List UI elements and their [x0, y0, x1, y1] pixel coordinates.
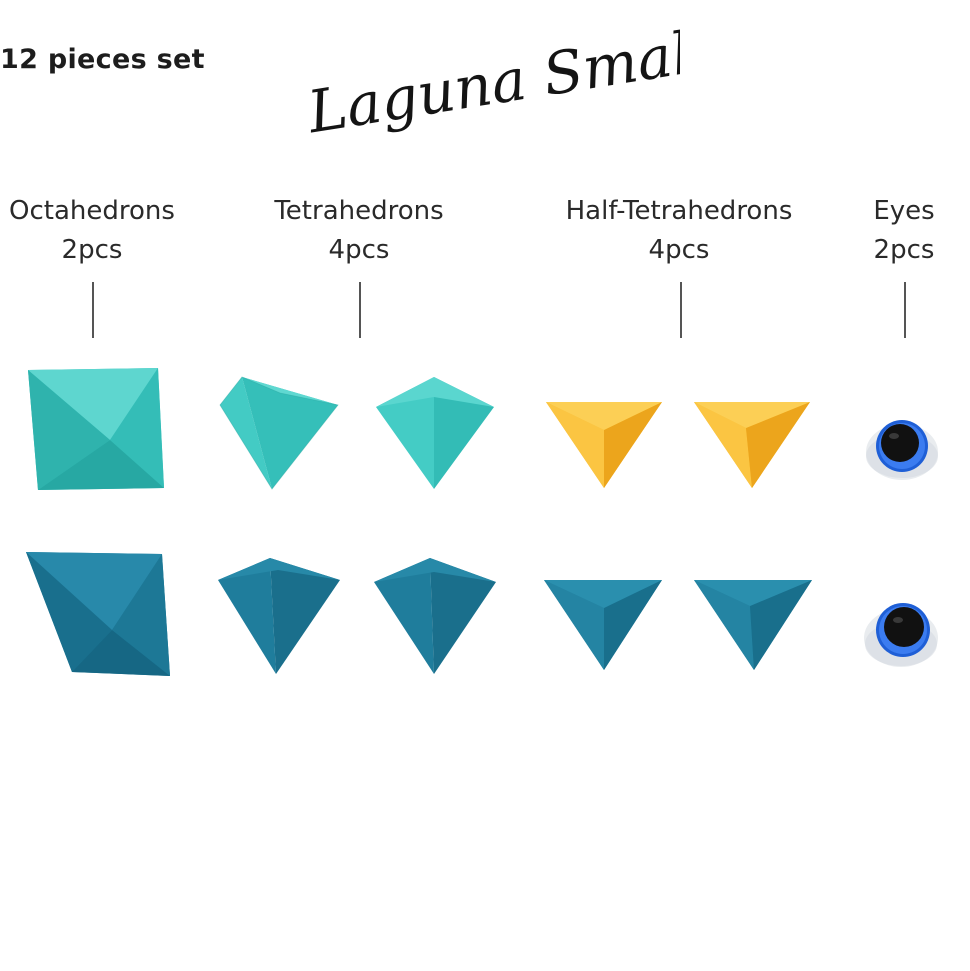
- half-tetrahedron-teal-blue-2: [694, 578, 814, 672]
- brand-title: Laguna Small: [300, 12, 680, 142]
- group-eyes-count: 2pcs: [873, 235, 935, 265]
- group-tetrahedrons-name: Tetrahedrons: [274, 196, 444, 226]
- group-half-tetrahedrons-name: Half-Tetrahedrons: [565, 196, 793, 226]
- half-tetrahedron-yellow-1: [546, 400, 664, 490]
- half-tetrahedron-yellow-2: [694, 400, 812, 490]
- group-octahedrons-count: 2pcs: [61, 235, 123, 265]
- group-octahedrons: Octahedrons 2pcs: [9, 192, 175, 270]
- half-tetrahedron-teal-blue-1: [544, 578, 664, 672]
- octahedrons-divider: [92, 282, 94, 338]
- group-eyes-name: Eyes: [873, 196, 935, 226]
- brand-title-text: Laguna Small: [302, 16, 680, 142]
- tetrahedron-turquoise-1: [219, 375, 340, 491]
- group-eyes: Eyes 2pcs: [873, 192, 934, 270]
- octahedron-turquoise: [26, 366, 166, 492]
- half-tetrahedrons-divider: [680, 282, 682, 338]
- group-half-tetrahedrons: Half-Tetrahedrons 4pcs: [566, 192, 793, 270]
- eyes-divider: [904, 282, 906, 338]
- eye-2: [862, 600, 940, 668]
- set-count-label: 12 pieces set: [0, 44, 205, 75]
- group-tetrahedrons-count: 4pcs: [328, 235, 390, 265]
- group-half-tetrahedrons-count: 4pcs: [648, 235, 710, 265]
- tetrahedrons-divider: [359, 282, 361, 338]
- tetrahedron-turquoise-2: [376, 375, 496, 491]
- tetrahedron-teal-blue-2: [374, 556, 498, 676]
- group-tetrahedrons: Tetrahedrons 4pcs: [274, 192, 443, 270]
- eye-1: [864, 416, 940, 482]
- group-octahedrons-name: Octahedrons: [9, 196, 175, 226]
- tetrahedron-teal-blue-1: [218, 556, 342, 676]
- octahedron-teal-blue: [26, 550, 172, 678]
